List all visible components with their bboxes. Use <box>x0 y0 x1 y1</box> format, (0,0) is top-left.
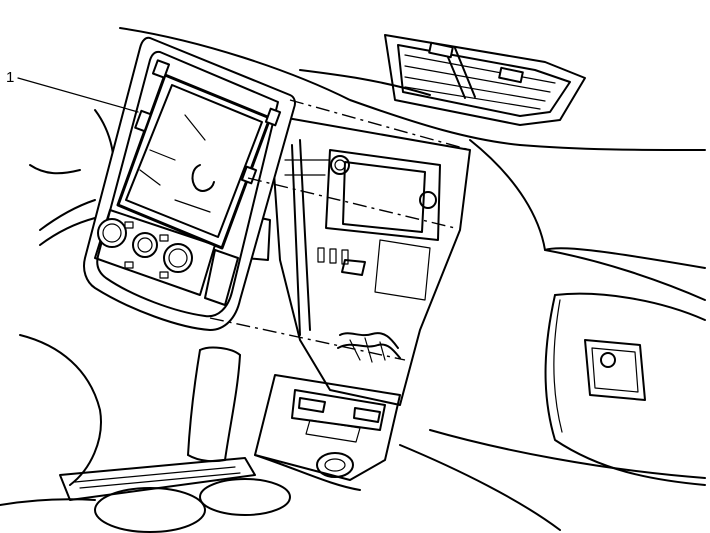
center-air-vent <box>384 34 586 126</box>
callout-label-1: 1 <box>6 69 14 86</box>
trim-bezel <box>83 36 296 331</box>
instrument-panel-outline <box>119 27 706 531</box>
alignment-lines <box>209 99 471 361</box>
callout-leader-line <box>17 77 139 113</box>
lower-console <box>254 374 401 491</box>
left-side-structure <box>19 109 116 486</box>
callout-1: 1 <box>6 69 139 113</box>
shifter-and-cupholders <box>0 346 291 533</box>
glovebox-latch <box>584 339 646 401</box>
